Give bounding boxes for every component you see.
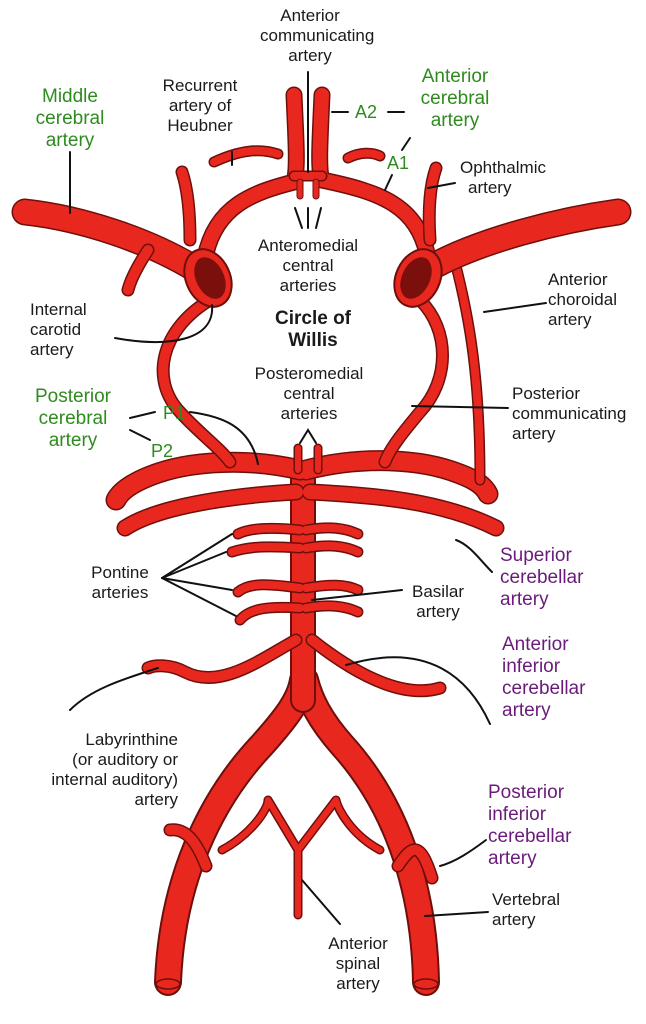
posterior-cerebral-label: Posterior cerebral artery — [34, 386, 112, 451]
anterior-cerebral-label: Anterior cerebral artery — [420, 66, 490, 131]
internal-carotid-label: Internal carotid artery — [30, 300, 87, 359]
pontine-vessels — [226, 522, 364, 626]
anterior-communicating-label: Anterior communicating artery — [260, 6, 375, 65]
aica-vessels — [141, 633, 447, 698]
ophthalmic-label: Ophthalmic artery — [460, 158, 546, 197]
basilar-label: Basilar artery — [412, 582, 464, 621]
segment-p2-label: P2 — [150, 441, 174, 461]
posterior-communicating-vessels — [156, 293, 449, 469]
labyrinthine-label: Labyrinthine (or auditory or internal au… — [51, 730, 178, 809]
leader-lines — [69, 71, 547, 925]
anteromedial-central-label: Anteromedial central arteries — [257, 236, 359, 295]
superior-cerebellar-vessels — [116, 483, 505, 537]
heubner-vessel — [208, 145, 386, 168]
vertebral-label: Vertebral artery — [492, 890, 561, 929]
circle-of-willis-title: Circle of Willis — [274, 308, 352, 351]
pontine-label: Pontine arteries — [91, 563, 149, 602]
segment-a2-label: A2 — [354, 102, 378, 122]
segment-p1-label: P1 — [162, 403, 186, 423]
recurrent-heubner-label: Recurrent artery of Heubner — [162, 76, 238, 135]
middle-cerebral-label: Middle cerebral artery — [35, 86, 105, 151]
segment-a1-label: A1 — [386, 153, 410, 173]
anterior-choroidal-vessel — [449, 256, 486, 486]
anterior-inferior-cerebellar-label: Anterior inferior cerebellar artery — [502, 634, 586, 721]
anterior-spinal-artery-vessel — [217, 795, 385, 920]
internal-carotid-sections — [183, 248, 443, 308]
posteromedial-central-label: Posteromedial central arteries — [254, 364, 364, 423]
anterior-choroidal-label: Anterior choroidal artery — [548, 270, 617, 329]
middle-cerebral-vessels — [11, 198, 632, 297]
posteromedial-vessels — [293, 443, 323, 475]
anterior-cerebral-vessels — [196, 86, 437, 267]
pica-vessels — [163, 823, 439, 885]
posterior-communicating-label: Posterior communicating artery — [512, 384, 627, 443]
posterior-inferior-cerebellar-label: Posterior inferior cerebellar artery — [488, 782, 572, 869]
artery-network — [11, 86, 632, 996]
ophthalmic-vessels — [175, 161, 443, 247]
superior-cerebellar-label: Superior cerebellar artery — [500, 545, 584, 610]
anteromedial-vessels — [296, 178, 320, 200]
anterior-spinal-label: Anterior spinal artery — [328, 934, 388, 993]
